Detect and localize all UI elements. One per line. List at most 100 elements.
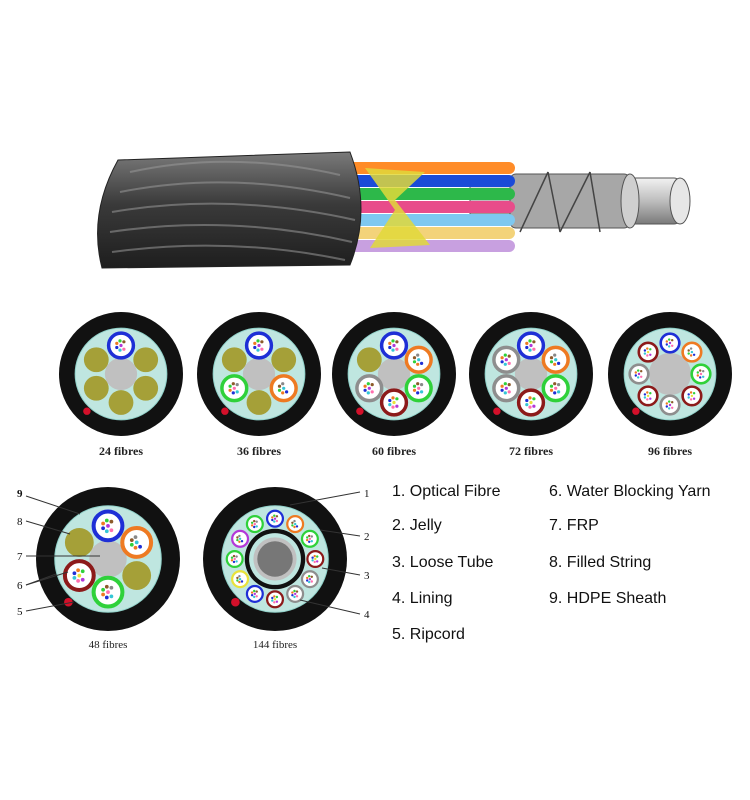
section-96-fibres	[608, 312, 732, 436]
optical-fibre	[500, 384, 504, 388]
optical-fibre	[689, 398, 693, 401]
frp	[104, 357, 138, 391]
optical-fibre	[253, 519, 256, 523]
optical-fibre	[525, 402, 529, 407]
optical-fibre	[253, 345, 257, 350]
jacket-strands	[109, 160, 356, 261]
optical-fibre	[80, 577, 85, 582]
optical-fibre	[412, 388, 417, 392]
optical-fibre	[238, 534, 241, 538]
optical-fibre	[104, 518, 109, 523]
optical-fibre	[235, 560, 238, 563]
callout-2: 2	[364, 531, 370, 543]
legend-item-jelly: 2. Jelly	[392, 517, 442, 534]
optical-fibre	[308, 575, 311, 578]
optical-fibre	[667, 400, 671, 403]
optical-fibre	[129, 542, 134, 547]
optical-fibre	[253, 525, 256, 529]
optical-fibre	[639, 369, 643, 373]
optical-fibre	[260, 347, 264, 351]
optical-fibre	[690, 350, 694, 354]
optical-fibre	[122, 340, 126, 344]
ripcord	[632, 407, 640, 415]
optical-fibre	[236, 538, 239, 542]
optical-fibre	[503, 382, 507, 386]
optical-fibre	[253, 592, 256, 596]
caption-72: 72 fibres	[509, 444, 553, 458]
optical-fibre	[238, 540, 241, 543]
legend-item-lining: 4. Lining	[392, 590, 453, 607]
filled-string	[271, 347, 297, 373]
optical-fibre	[665, 340, 669, 343]
optical-fibre	[668, 403, 672, 407]
optical-fibre	[525, 341, 529, 346]
optical-fibre	[295, 595, 299, 598]
optical-fibre	[230, 556, 234, 559]
optical-fibre	[282, 386, 286, 390]
optical-fibre	[370, 382, 374, 387]
optical-fibre	[698, 376, 702, 379]
caption-36: 36 fibres	[237, 444, 281, 458]
optical-fibre	[395, 404, 399, 408]
filled-string	[83, 375, 109, 401]
optical-fibre	[77, 573, 82, 578]
filled-string	[133, 347, 159, 373]
optical-fibre	[549, 384, 554, 388]
frp	[242, 357, 276, 391]
optical-fibre	[119, 343, 123, 348]
optical-fibre	[363, 388, 367, 392]
optical-fibre	[665, 402, 669, 405]
optical-fibre	[238, 575, 241, 578]
filled-string	[221, 347, 247, 373]
optical-fibre	[101, 526, 105, 531]
caption-96: 96 fibres	[648, 444, 692, 458]
optical-fibre	[273, 517, 277, 520]
ripcord	[221, 407, 229, 415]
ripcord	[493, 407, 501, 415]
optical-fibre	[228, 384, 232, 388]
optical-fibre	[416, 362, 420, 366]
optical-fibre	[291, 591, 294, 594]
frp	[89, 540, 127, 578]
optical-fibre	[687, 393, 690, 396]
optical-fibre	[310, 535, 313, 538]
optical-fibre	[643, 352, 647, 355]
optical-fibre	[687, 349, 690, 352]
optical-fibre	[235, 390, 239, 394]
optical-fibre	[634, 374, 638, 377]
optical-fibre	[391, 339, 395, 343]
optical-fibre	[76, 568, 80, 573]
optical-fibre	[294, 592, 297, 596]
optical-fibre	[504, 358, 508, 362]
optical-fibre	[367, 386, 371, 390]
ripcord	[64, 597, 73, 607]
optical-fibre	[231, 391, 235, 395]
optical-fibre	[646, 398, 649, 401]
optical-fibre	[138, 544, 142, 549]
legend-item-frp: 7. FRP	[549, 517, 599, 534]
optical-fibre	[525, 345, 529, 350]
optical-fibre	[104, 584, 109, 589]
section-36-fibres	[197, 312, 321, 436]
cable-illustration	[97, 151, 691, 269]
optical-fibre	[643, 349, 647, 352]
optical-fibre	[689, 354, 693, 357]
optical-fibre	[310, 540, 313, 543]
optical-fibre	[646, 354, 649, 357]
optical-fibre	[553, 391, 557, 395]
optical-fibre	[236, 579, 239, 582]
optical-fibre	[692, 348, 696, 351]
optical-fibre	[277, 384, 282, 388]
optical-fibre	[391, 405, 395, 409]
optical-fibre	[308, 540, 311, 543]
optical-fibre	[232, 386, 236, 390]
optical-fibre	[416, 382, 420, 386]
optical-fibre	[395, 340, 399, 344]
optical-fibre	[306, 579, 309, 582]
optical-fibre	[275, 595, 279, 599]
optical-fibre	[698, 369, 702, 372]
optical-fibre	[687, 396, 690, 399]
optical-fibre	[395, 347, 399, 351]
water-blocking-tape	[365, 168, 430, 248]
